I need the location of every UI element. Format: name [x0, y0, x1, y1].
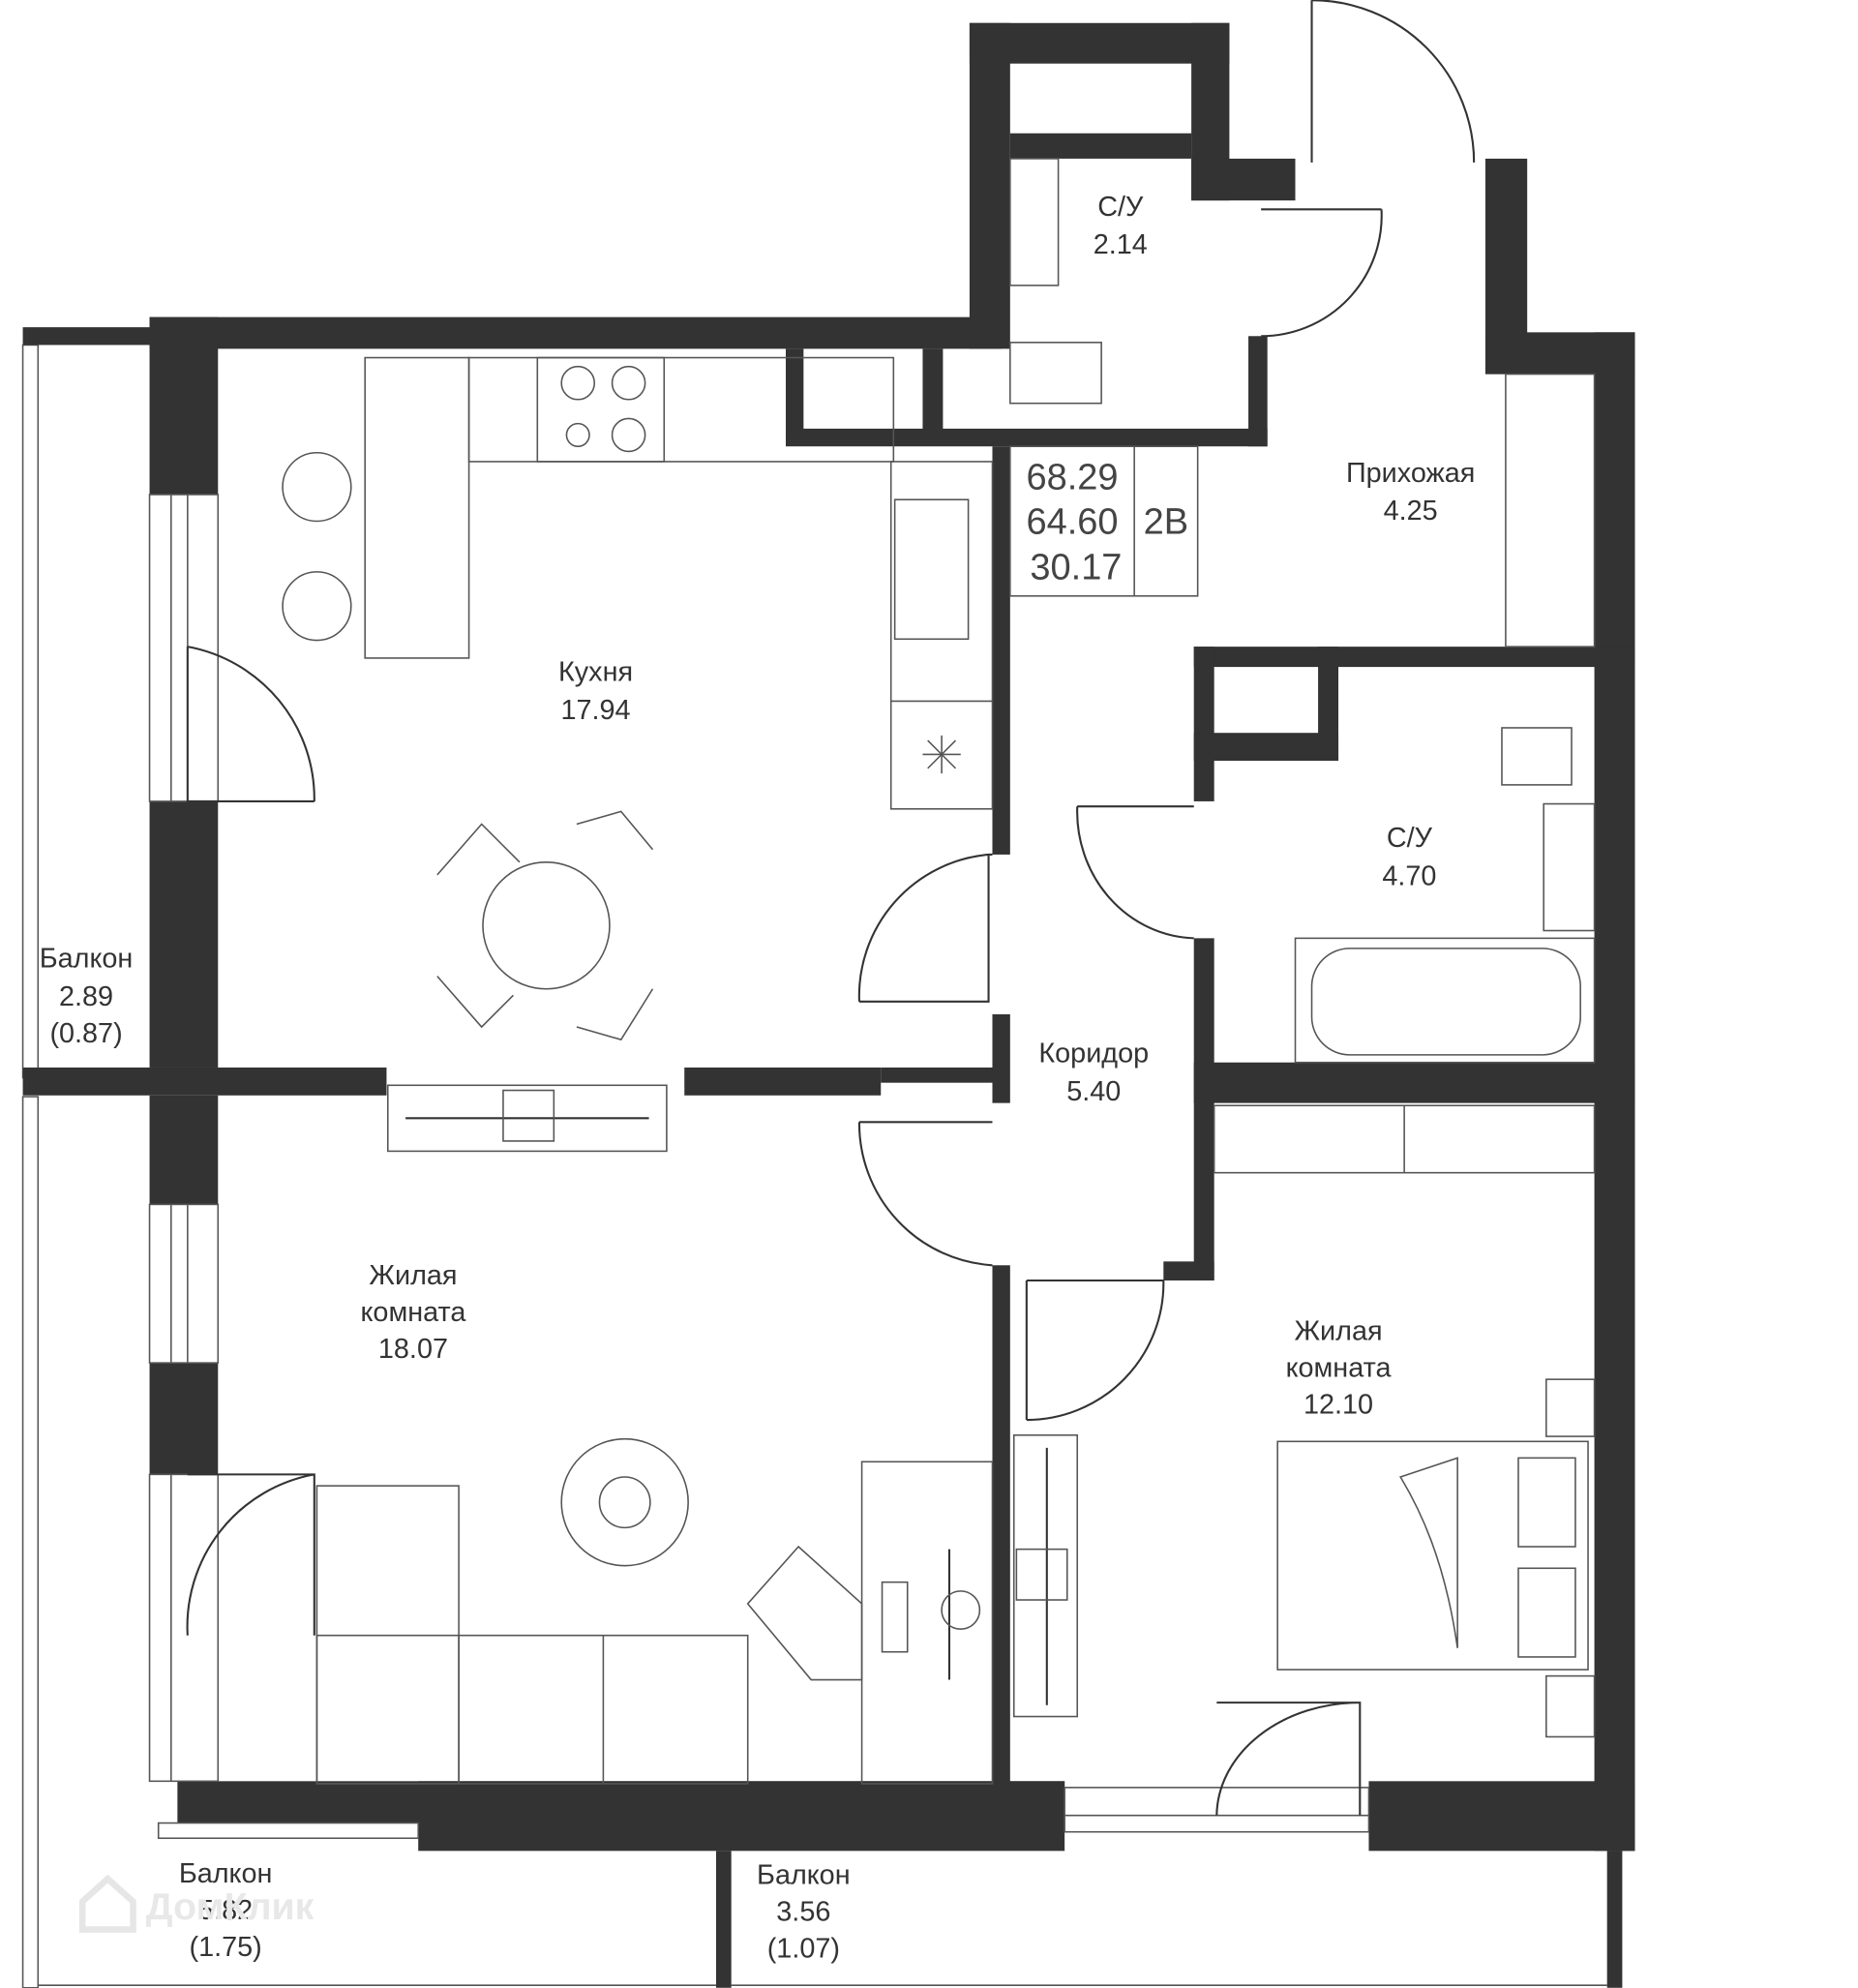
balcony2-name: Балкон: [179, 1858, 273, 1889]
room-name-kitchen: Кухня: [558, 657, 633, 688]
balcony2-area: 5.82: [198, 1895, 253, 1926]
room-name-living2-line2: комната: [1286, 1353, 1393, 1384]
watermark-text: ДомКлик: [146, 1885, 315, 1928]
apartment-type: 2B: [1144, 502, 1188, 543]
room-area-bathroom: 4.70: [1382, 860, 1436, 891]
room-area-living1: 18.07: [378, 1334, 448, 1365]
balcony3-area: 3.56: [776, 1896, 830, 1927]
living-area: 30.17: [1030, 548, 1122, 588]
balcony3-reduced: (1.07): [767, 1933, 840, 1964]
balcony3-name: Балкон: [757, 1859, 851, 1890]
room-area-kitchen: 17.94: [561, 695, 631, 726]
watermark: ДомКлик: [78, 1874, 315, 1933]
room-area-corridor: 5.40: [1066, 1076, 1121, 1107]
room-area-wc-small: 2.14: [1094, 229, 1148, 260]
room-name-bathroom: С/У: [1387, 823, 1433, 854]
room-name-living1-line1: Жилая: [369, 1260, 457, 1291]
room-area-hall: 4.25: [1384, 496, 1438, 527]
room-name-corridor: Коридор: [1038, 1039, 1149, 1069]
balcony1-area: 2.89: [59, 981, 113, 1012]
balcony2-reduced: (1.75): [190, 1932, 262, 1963]
balcony1-name: Балкон: [40, 943, 134, 974]
balcony1-reduced: (0.87): [49, 1018, 122, 1049]
doors: [186, 0, 1476, 1816]
info-box: 68.29 64.60 30.17 2B: [1026, 458, 1188, 588]
living-total-area: 64.60: [1026, 502, 1118, 543]
room-area-living2: 12.10: [1304, 1390, 1373, 1421]
walls: [22, 22, 1635, 1852]
room-labels: С/У 2.14 Прихожая 4.25 Кухня 17.94 С/У 4…: [40, 192, 1476, 1965]
total-area: 68.29: [1026, 458, 1118, 498]
room-name-living1-line2: комната: [361, 1297, 467, 1328]
furniture: [282, 158, 1596, 1785]
room-name-living2-line1: Жилая: [1294, 1316, 1382, 1347]
room-name-hall: Прихожая: [1346, 458, 1475, 489]
room-name-wc-small: С/У: [1097, 192, 1144, 223]
balcony-outlines: [21, 344, 1623, 1988]
